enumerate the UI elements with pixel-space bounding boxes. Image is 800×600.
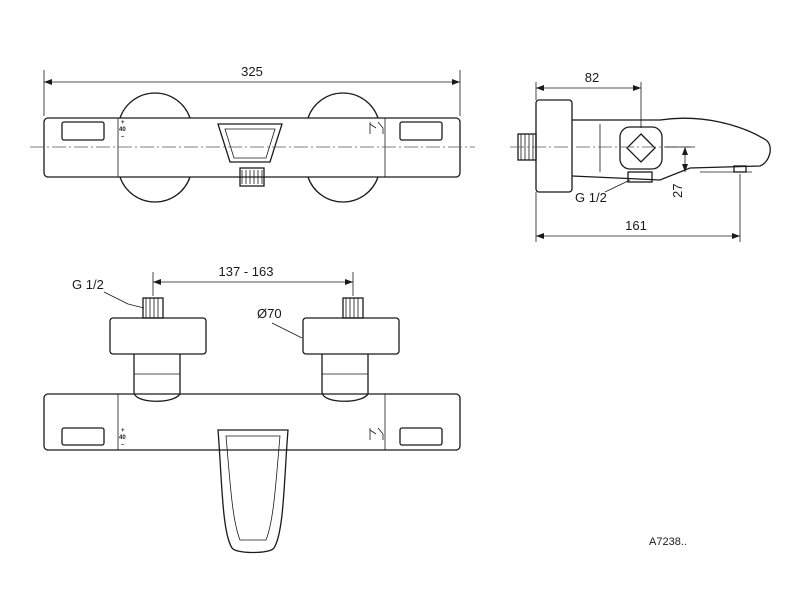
top-flow-symbol	[369, 427, 384, 440]
flow-symbol	[369, 121, 384, 134]
top-view-body	[43, 393, 461, 451]
arrow-cd-left	[153, 279, 161, 285]
spout-front-inner	[224, 128, 276, 159]
side-thread-label: G 1/2	[575, 190, 607, 205]
bottom-thread-leader-b	[127, 303, 145, 309]
center-distance-label: 137 - 163	[219, 264, 274, 279]
arrow-161-right	[732, 233, 740, 239]
left-rosette-bottom	[119, 176, 191, 203]
rosette-diameter-label: Ø70	[257, 306, 282, 321]
scale-minus: –	[121, 134, 125, 140]
side-body-outline	[571, 117, 771, 181]
arrow-82-right	[633, 85, 641, 91]
front-view: + 40 – 325	[30, 64, 475, 203]
side-bottom-outlet	[627, 171, 653, 183]
rosette-leader	[271, 322, 303, 339]
arrow-cd-right	[345, 279, 353, 285]
top-left-grip	[61, 427, 105, 446]
arrow-left	[44, 79, 52, 85]
arrow-27-top	[682, 147, 688, 155]
top-scale-value: 40	[119, 435, 126, 441]
arrow-right	[452, 79, 460, 85]
arrow-161-left	[536, 233, 544, 239]
bottom-thread-label: G 1/2	[72, 277, 104, 292]
top-right-grip	[399, 427, 443, 446]
left-grip-window	[61, 121, 105, 141]
arrow-82-left	[536, 85, 544, 91]
bottom-thread-leader-a	[103, 291, 129, 305]
reach-label: 161	[625, 218, 647, 233]
right-inlet-thread-lines	[345, 298, 359, 318]
top-scale-minus: –	[121, 442, 125, 448]
spout-front-outer	[217, 123, 283, 163]
side-thread-leader	[604, 179, 631, 193]
product-code: A7238..	[649, 536, 687, 548]
side-rosette	[535, 99, 573, 193]
side-handle-diamond	[626, 133, 656, 163]
spout-top-inner	[225, 435, 281, 541]
scale-plus: +	[121, 120, 125, 126]
top-view: + 40 – 137 - 163 G 1/2 Ø70	[43, 264, 461, 554]
depth-label: 82	[585, 70, 599, 85]
mixer-body	[43, 117, 461, 178]
arrow-27-bottom	[682, 164, 688, 172]
spout-top-outer	[217, 429, 289, 554]
side-view: 82 27 G 1/2 161	[510, 70, 771, 242]
right-rosette-bottom	[307, 176, 379, 203]
right-rosette-top-view	[302, 317, 400, 355]
left-inlet-thread-lines	[145, 298, 159, 318]
spout-outlet-thread	[239, 167, 265, 187]
top-scale-plus: +	[121, 428, 125, 434]
scale-value: 40	[119, 127, 126, 133]
right-grip-window	[399, 121, 443, 141]
spout-height-label: 27	[670, 184, 685, 198]
right-rosette-top	[307, 92, 379, 119]
outlet-thread-lines	[241, 170, 263, 184]
left-rosette-top-view	[109, 317, 207, 355]
overall-width-label: 325	[241, 64, 263, 79]
left-rosette-top	[119, 92, 191, 119]
